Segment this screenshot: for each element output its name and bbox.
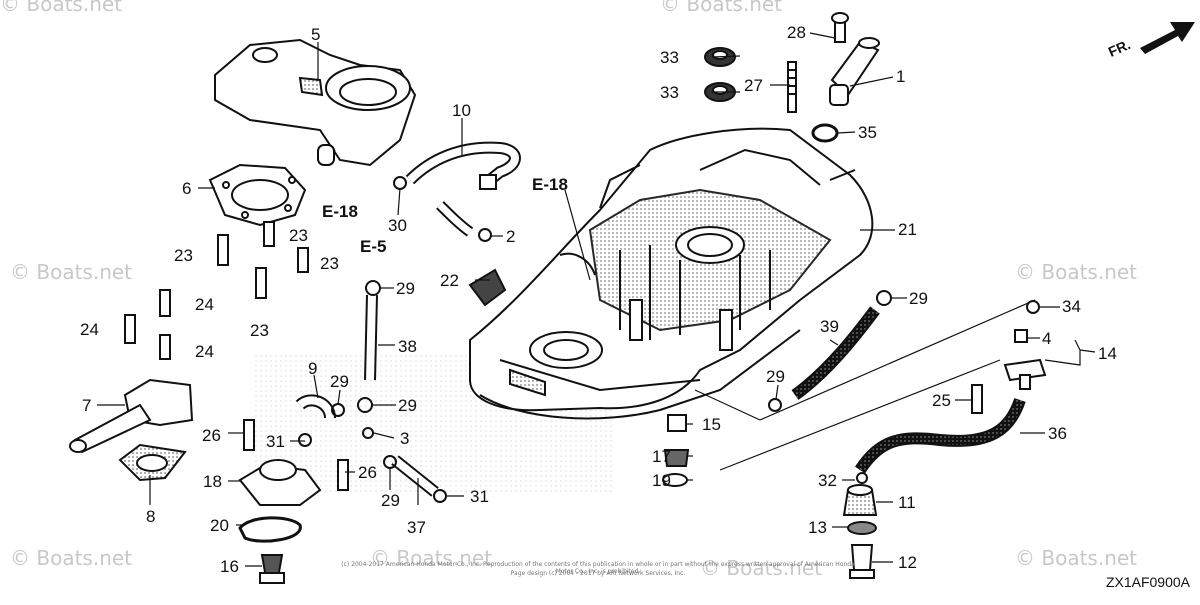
watermark: © Boats.net (10, 546, 133, 570)
label-24[interactable]: 24 (80, 320, 99, 339)
ref-e18-center[interactable]: E-18 (532, 175, 568, 194)
copyright-line: (c) 2004-2017 American Honda Motor Co., … (341, 561, 855, 576)
label-27[interactable]: 27 (744, 76, 763, 95)
watermark: © Boats.net (1015, 546, 1138, 570)
label-22[interactable]: 22 (440, 271, 459, 290)
diagram-code: ZX1AF0900A (1105, 574, 1190, 590)
label-5[interactable]: 5 (311, 25, 321, 44)
label-35[interactable]: 35 (858, 123, 877, 142)
label-16[interactable]: 16 (220, 557, 239, 576)
part-38-hose (364, 294, 378, 381)
part-21-case (469, 127, 874, 420)
label-29[interactable]: 29 (381, 491, 400, 510)
label-31[interactable]: 31 (266, 432, 285, 451)
label-33[interactable]: 33 (660, 83, 679, 102)
watermark: © Boats.net (370, 546, 493, 570)
watermark: © Boats.net (700, 556, 823, 580)
label-29[interactable]: 29 (398, 396, 417, 415)
label-23[interactable]: 23 (320, 254, 339, 273)
label-31[interactable]: 31 (470, 487, 489, 506)
part-7-fitting (69, 378, 194, 454)
part-9-hose (295, 394, 336, 419)
part-35-oring (811, 123, 839, 143)
leader-lines (97, 32, 1096, 567)
part-12-fitting (849, 544, 875, 579)
label-23[interactable]: 23 (250, 321, 269, 340)
watermark: © Boats.net (660, 0, 783, 16)
label-24[interactable]: 24 (195, 342, 214, 361)
label-39[interactable]: 39 (820, 317, 839, 336)
copyright-line: Page design (c) 2004 - 2017 by ARI Netwo… (510, 570, 686, 577)
label-12[interactable]: 12 (898, 553, 917, 572)
label-29[interactable]: 29 (396, 279, 415, 298)
label-14[interactable]: 14 (1098, 344, 1117, 363)
part-27-stud (787, 61, 797, 113)
part-6-gasket (208, 163, 307, 227)
label-11[interactable]: 11 (898, 493, 916, 512)
part-36-hose (855, 397, 1026, 474)
label-6[interactable]: 6 (182, 179, 192, 198)
label-17[interactable]: 17 (652, 447, 671, 466)
part-16-plug (259, 554, 285, 584)
label-18[interactable]: 18 (203, 472, 222, 491)
label-29[interactable]: 29 (909, 289, 928, 308)
watermark: © Boats.net (0, 0, 123, 16)
label-32[interactable]: 32 (818, 471, 837, 490)
label-36[interactable]: 36 (1048, 424, 1067, 443)
label-3[interactable]: 3 (400, 429, 410, 448)
label-26[interactable]: 26 (358, 463, 377, 482)
label-29[interactable]: 29 (330, 372, 349, 391)
label-38[interactable]: 38 (398, 337, 417, 356)
part-37-hose (391, 455, 439, 497)
label-20[interactable]: 20 (210, 516, 229, 535)
label-29[interactable]: 29 (766, 367, 785, 386)
label-30[interactable]: 30 (388, 216, 407, 235)
label-1[interactable]: 1 (896, 67, 906, 86)
label-23[interactable]: 23 (174, 246, 193, 265)
label-4[interactable]: 4 (1042, 329, 1052, 348)
label-21[interactable]: 21 (898, 220, 917, 239)
label-10[interactable]: 10 (452, 101, 471, 120)
label-23[interactable]: 23 (289, 226, 308, 245)
part-10-hose (405, 141, 521, 237)
watermark: © Boats.net (10, 260, 133, 284)
label-28[interactable]: 28 (787, 23, 806, 42)
part-11-cap (842, 484, 878, 516)
part-14-bracket (1003, 329, 1047, 390)
label-8[interactable]: 8 (146, 507, 156, 526)
ref-e18-left[interactable]: E-18 (322, 202, 358, 221)
label-26[interactable]: 26 (202, 426, 221, 445)
ref-e5[interactable]: E-5 (360, 237, 387, 256)
watermark: © Boats.net (1015, 260, 1138, 284)
label-7[interactable]: 7 (82, 396, 92, 415)
label-25[interactable]: 25 (932, 391, 951, 410)
part-8-gasket (118, 443, 187, 482)
part-5-cover (214, 38, 417, 167)
label-2[interactable]: 2 (506, 227, 516, 246)
label-24[interactable]: 24 (195, 295, 214, 314)
label-37[interactable]: 37 (407, 518, 426, 537)
label-9[interactable]: 9 (308, 359, 318, 378)
part-1-pipe (829, 12, 880, 106)
fr-arrow-icon (1140, 22, 1195, 54)
part-22-grommet (468, 268, 507, 307)
label-19[interactable]: 19 (652, 471, 671, 490)
label-13[interactable]: 13 (808, 518, 827, 537)
label-33[interactable]: 33 (660, 48, 679, 67)
label-34[interactable]: 34 (1062, 297, 1081, 316)
label-15[interactable]: 15 (702, 415, 721, 434)
part-39-hose (791, 306, 880, 400)
part-13-ring (847, 521, 877, 535)
bolts (124, 221, 983, 491)
part-18-housing (238, 459, 322, 506)
part-20-gasket (238, 516, 302, 543)
